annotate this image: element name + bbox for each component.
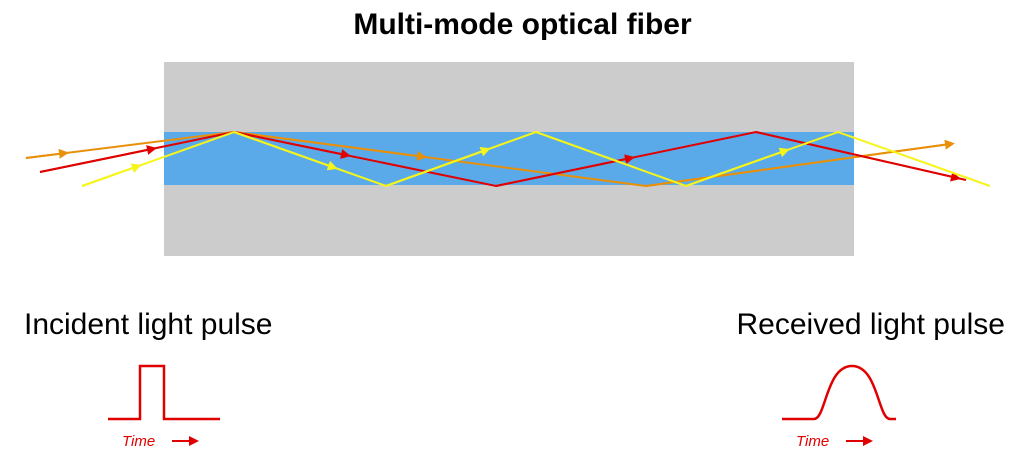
ray-yellow: [81, 130, 991, 188]
fiber-core: [164, 132, 854, 185]
ray-orange: [25, 130, 955, 188]
received-pulse: Time: [782, 364, 896, 450]
incident-time-label: Time: [122, 433, 155, 450]
received-pulse-label: Received light pulse: [736, 308, 1006, 341]
incident-pulse-label: Incident light pulse: [24, 308, 273, 341]
received-time-label: Time: [796, 433, 829, 450]
ray-red: [39, 130, 967, 188]
incident-pulse: Time: [108, 364, 220, 450]
diagram-title: Multi-mode optical fiber: [353, 8, 692, 41]
